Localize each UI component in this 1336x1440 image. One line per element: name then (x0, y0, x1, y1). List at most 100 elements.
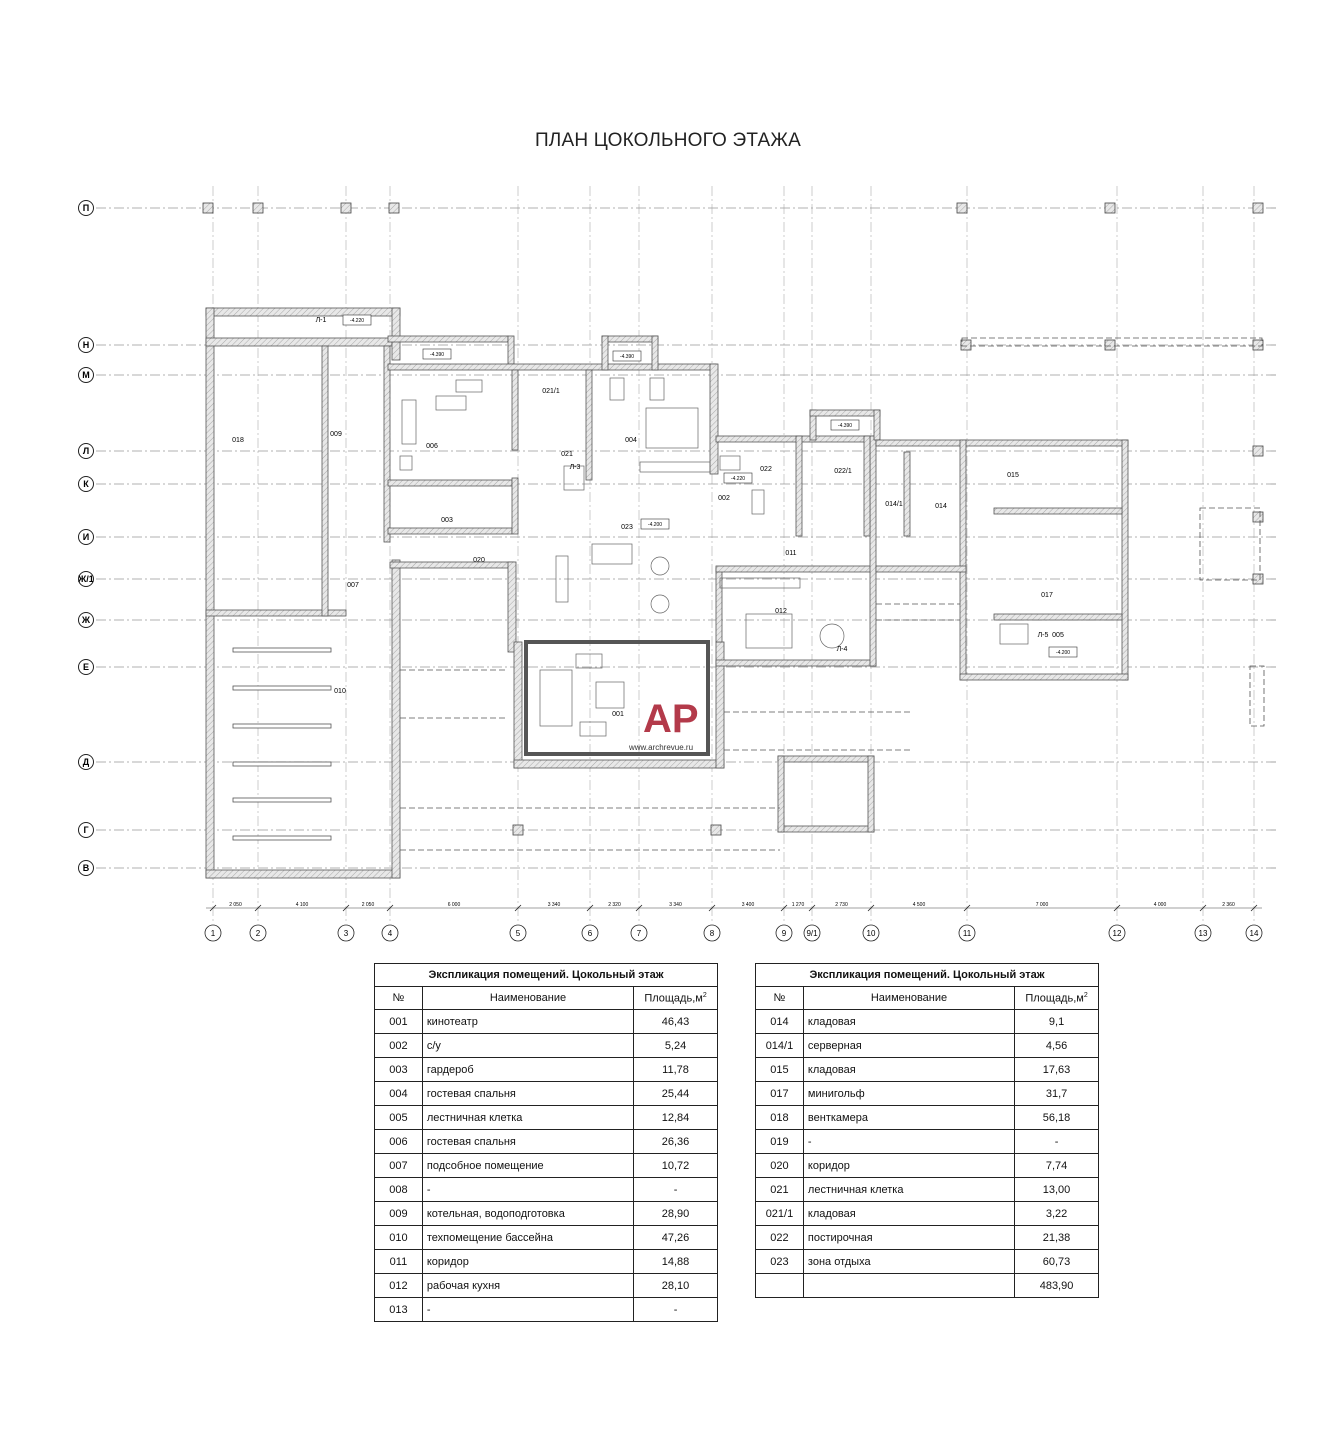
svg-text:Г: Г (83, 825, 88, 835)
cell-area: 47,26 (633, 1225, 718, 1250)
svg-text:6: 6 (588, 929, 593, 938)
row-axis-bubble: К (78, 476, 94, 492)
explication-table-right: Экспликация помещений. Цокольный этаж № … (755, 963, 1099, 1298)
svg-text:К: К (83, 479, 89, 489)
cell-area: 46,43 (633, 1009, 718, 1034)
row-axis-bubble: Н (78, 337, 94, 353)
room-label: 018 (232, 437, 244, 444)
cell-num: 018 (755, 1105, 804, 1130)
cell-name: гостевая спальня (421, 1129, 635, 1154)
dimension-value: 2 360 (1222, 902, 1235, 908)
table-row: 483,90 (755, 1273, 1099, 1298)
cell-area: 26,36 (633, 1129, 718, 1154)
table-row: 019-- (755, 1129, 1099, 1154)
cell-name: техпомещение бассейна (421, 1225, 635, 1250)
level-mark: -4.220 (731, 476, 745, 482)
cell-area: 13,00 (1014, 1177, 1099, 1202)
room-label: 011 (785, 550, 796, 557)
cinema-frame (524, 640, 710, 756)
room-label: 012 (775, 608, 787, 615)
svg-text:www.archrevue.ru: www.archrevue.ru (628, 743, 693, 752)
room-label: 021 (561, 451, 573, 458)
cell-area: 28,90 (633, 1201, 718, 1226)
col-axis-bubble: 5 (509, 924, 527, 942)
cell-name (802, 1273, 1016, 1298)
col-area: Площадь,м2 (1014, 986, 1099, 1010)
dimension-value: 7 000 (1036, 902, 1049, 908)
room-label: 005 (1052, 632, 1064, 639)
cell-area: 31,7 (1014, 1081, 1099, 1106)
cell-num (755, 1273, 804, 1298)
svg-text:М: М (82, 370, 90, 380)
svg-text:3: 3 (344, 929, 349, 938)
room-label: 014/1 (885, 501, 903, 508)
svg-text:Л: Л (83, 446, 89, 456)
level-mark: -4.220 (350, 318, 364, 324)
row-axis-bubble: Л (78, 443, 94, 459)
row-axis-bubble: В (78, 860, 94, 876)
col-axis-bubble: 13 (1194, 924, 1212, 942)
svg-text:7: 7 (637, 929, 642, 938)
cell-name: - (421, 1177, 635, 1202)
archrevue-logo: АР www.archrevue.ru (628, 697, 699, 752)
cell-name: с/у (421, 1033, 635, 1058)
cell-area: 5,24 (633, 1033, 718, 1058)
table-row: 013-- (374, 1297, 718, 1322)
svg-text:13: 13 (1199, 929, 1208, 938)
col-axis-bubble: 9 (775, 924, 793, 942)
col-axis-bubble: 14 (1245, 924, 1263, 942)
cell-area: 14,88 (633, 1249, 718, 1274)
cell-name: - (421, 1297, 635, 1322)
cell-name: серверная (802, 1033, 1016, 1058)
cell-area: 56,18 (1014, 1105, 1099, 1130)
row-axis-bubble: Ж/1 (77, 571, 94, 587)
room-label: 009 (330, 431, 342, 438)
cell-area: 4,56 (1014, 1033, 1099, 1058)
cell-area: 17,63 (1014, 1057, 1099, 1082)
cell-name: лестничная клетка (802, 1177, 1016, 1202)
level-mark: -4.390 (620, 354, 634, 360)
grid-lines (96, 186, 1276, 922)
svg-text:2: 2 (256, 929, 261, 938)
col-axis-bubble: 9/1 (803, 924, 821, 942)
cell-area: 28,10 (633, 1273, 718, 1298)
row-axis-bubble: П (78, 200, 94, 216)
cell-num: 020 (755, 1153, 804, 1178)
svg-text:И: И (83, 532, 89, 542)
dimension-value: 4 500 (913, 902, 926, 908)
row-axis-bubble: И (78, 529, 94, 545)
walls (205, 307, 1129, 879)
room-label: 020 (473, 557, 485, 564)
cell-area: - (633, 1297, 718, 1322)
level-mark: -4.200 (1056, 650, 1070, 656)
cell-num: 013 (374, 1297, 423, 1322)
cell-area: - (633, 1177, 718, 1202)
col-axis-bubble: 6 (581, 924, 599, 942)
row-axis-bubble: Ж (78, 612, 94, 628)
svg-text:Д: Д (83, 757, 90, 767)
svg-text:10: 10 (867, 929, 876, 938)
col-axis-bubble: 10 (862, 924, 880, 942)
cell-num: 005 (374, 1105, 423, 1130)
cell-area: 25,44 (633, 1081, 718, 1106)
room-label: 014 (935, 503, 947, 510)
pool-stripes (232, 647, 332, 841)
room-label: 021/1 (542, 388, 560, 395)
col-axis-bubble: 12 (1108, 924, 1126, 942)
dimension-value: 4 000 (1154, 902, 1167, 908)
cell-name: минигольф (802, 1081, 1016, 1106)
dimension-value: 2 320 (608, 902, 621, 908)
cell-num: 015 (755, 1057, 804, 1082)
col-name: Наименование (802, 986, 1016, 1010)
svg-text:Е: Е (83, 662, 89, 672)
room-label: 001 (612, 711, 624, 718)
svg-text:В: В (83, 863, 90, 873)
explication-table-left: Экспликация помещений. Цокольный этаж № … (374, 963, 718, 1322)
